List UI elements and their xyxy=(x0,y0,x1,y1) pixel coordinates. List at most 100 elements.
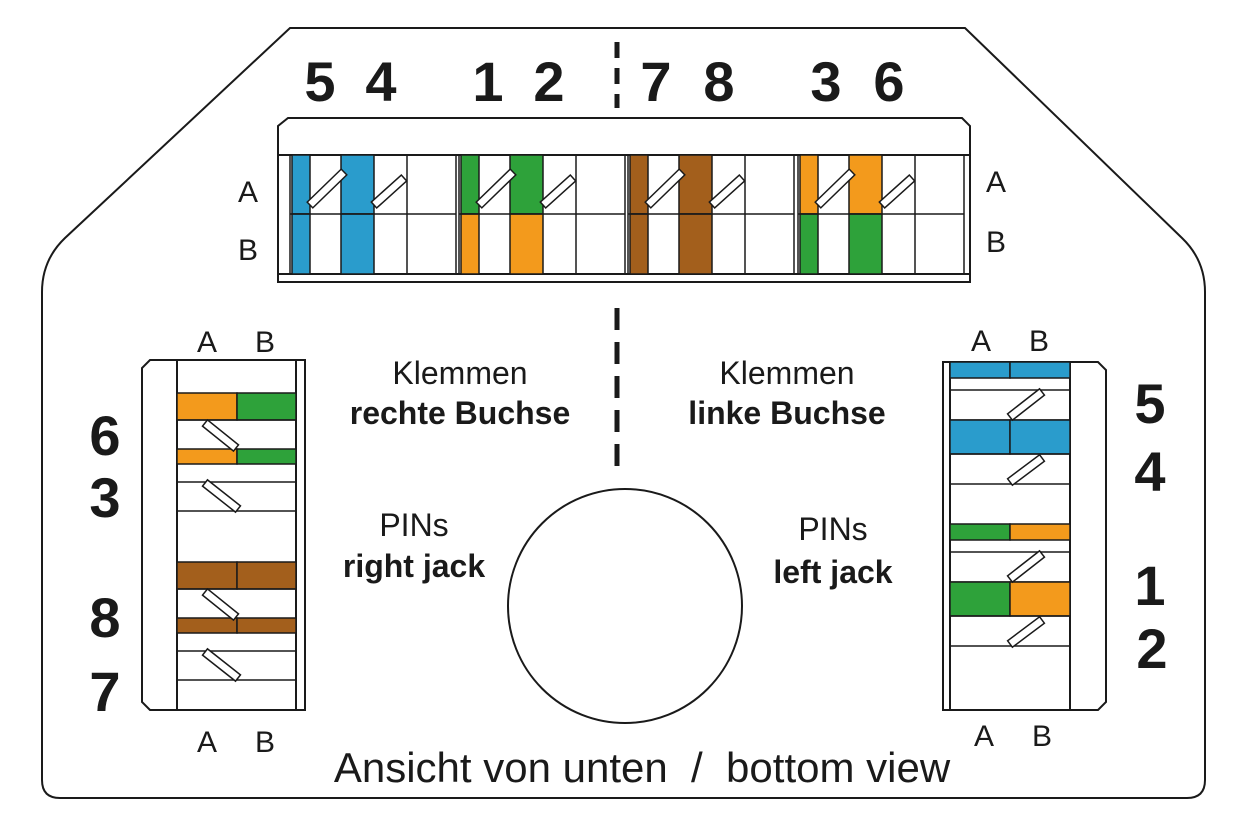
top-wire-narrow-b xyxy=(629,213,649,275)
right-wire-wide-b xyxy=(1009,419,1071,455)
left-wire-narrow-b xyxy=(236,448,297,465)
right-pin-number: 1 xyxy=(1134,554,1165,617)
left-jack-label: left jack xyxy=(773,554,892,590)
klemmen-right-label: Klemmen xyxy=(392,355,527,391)
left-wire-wide-a xyxy=(176,561,238,590)
right-wire-narrow-a xyxy=(949,361,1011,379)
right-jack-label: right jack xyxy=(343,548,485,584)
right-col-label-a-bottom: A xyxy=(974,720,994,753)
left-terminal-block xyxy=(141,359,306,711)
left-wire-narrow-a xyxy=(176,448,238,465)
top-wire-narrow-b xyxy=(460,213,480,275)
top-clamp xyxy=(814,168,856,209)
top-wire-wide-b xyxy=(678,213,713,275)
top-clamp xyxy=(878,173,916,210)
top-wire-wide-a xyxy=(678,154,713,215)
top-wire-wide-b xyxy=(509,213,544,275)
top-clamp xyxy=(539,173,577,210)
housing-outline xyxy=(41,27,1206,799)
top-pin-number: 5 xyxy=(304,50,335,113)
left-wire-wide-b xyxy=(236,561,297,590)
top-row-label-b-left: B xyxy=(238,234,258,267)
top-pin-number: 3 xyxy=(810,50,841,113)
top-clamp xyxy=(306,168,348,209)
top-pin-number: 1 xyxy=(472,50,503,113)
left-wire-narrow-b xyxy=(236,617,297,634)
right-terminal-block xyxy=(942,361,1107,711)
top-clamp xyxy=(708,173,746,210)
left-clamp-body xyxy=(201,478,242,514)
left-clamp-body xyxy=(201,587,240,622)
right-clamp-body xyxy=(1006,549,1046,584)
top-clamp xyxy=(475,168,517,209)
top-wire-narrow-a xyxy=(629,154,649,215)
right-wire-wide-b xyxy=(1009,581,1071,617)
top-clamp-body xyxy=(475,168,517,209)
left-clamp xyxy=(201,478,242,514)
right-col-label-b-bottom: B xyxy=(1032,720,1052,753)
left-pin-number: 3 xyxy=(89,466,120,529)
top-clamp-body xyxy=(370,173,408,210)
top-clamp-body xyxy=(814,168,856,209)
right-wire-wide-a xyxy=(949,581,1011,617)
top-pin-number: 7 xyxy=(640,50,671,113)
left-clamp xyxy=(201,647,242,683)
right-clamp-body xyxy=(1006,453,1046,487)
top-pin-number: 4 xyxy=(365,50,396,113)
top-wire-wide-a xyxy=(848,154,883,215)
left-wire-wide-b xyxy=(236,392,297,421)
rechte-buchse-label: rechte Buchse xyxy=(350,395,571,431)
right-pin-number: 5 xyxy=(1134,372,1165,435)
left-col-label-a-top: A xyxy=(197,326,217,359)
top-wire-wide-b xyxy=(340,213,375,275)
top-wire-wide-b xyxy=(848,213,883,275)
top-terminal-block xyxy=(277,117,971,283)
top-clamp-body xyxy=(878,173,916,210)
right-pin-number: 4 xyxy=(1134,440,1165,503)
right-col-label-a-top: A xyxy=(971,325,991,358)
top-wire-narrow-b xyxy=(291,213,311,275)
pins-left-label: PINs xyxy=(798,511,867,547)
left-pin-number: 6 xyxy=(89,404,120,467)
left-pin-number: 7 xyxy=(89,660,120,723)
right-col-label-b-top: B xyxy=(1029,325,1049,358)
linke-buchse-label: linke Buchse xyxy=(688,395,885,431)
top-row-label-b-right: B xyxy=(986,226,1006,259)
right-clamp-body xyxy=(1006,615,1046,649)
right-block-outline xyxy=(942,361,1107,711)
right-wire-narrow-b xyxy=(1009,523,1071,541)
left-pin-number: 8 xyxy=(89,586,120,649)
right-clamp xyxy=(1006,549,1046,584)
top-wire-wide-a xyxy=(340,154,375,215)
top-wire-narrow-a xyxy=(799,154,819,215)
view-caption: Ansicht von unten / bottom view xyxy=(334,744,951,791)
left-clamp xyxy=(201,418,240,453)
right-clamp xyxy=(1006,615,1046,649)
top-row-label-a-left: A xyxy=(238,176,258,209)
top-clamp-body xyxy=(708,173,746,210)
right-wire-narrow-b xyxy=(1009,361,1071,379)
top-wire-narrow-b xyxy=(799,213,819,275)
klemmen-left-label: Klemmen xyxy=(719,355,854,391)
right-clamp xyxy=(1006,453,1046,487)
top-wire-narrow-a xyxy=(291,154,311,215)
top-pin-number: 8 xyxy=(703,50,734,113)
left-wire-narrow-a xyxy=(176,617,238,634)
left-clamp xyxy=(201,587,240,622)
left-pin-numbers: 6 3 8 7 xyxy=(89,404,120,723)
left-wire-wide-a xyxy=(176,392,238,421)
right-clamp-body xyxy=(1006,387,1046,422)
top-clamp xyxy=(370,173,408,210)
top-clamp xyxy=(644,168,686,209)
top-clamp-body xyxy=(644,168,686,209)
top-wire-narrow-a xyxy=(460,154,480,215)
right-clamp xyxy=(1006,387,1046,422)
left-clamp-body xyxy=(201,418,240,453)
top-pin-number: 2 xyxy=(533,50,564,113)
left-block-outline xyxy=(141,359,306,711)
top-pin-number: 6 xyxy=(873,50,904,113)
left-col-label-b-top: B xyxy=(255,326,275,359)
center-hole xyxy=(507,488,743,724)
top-clamp-body xyxy=(539,173,577,210)
